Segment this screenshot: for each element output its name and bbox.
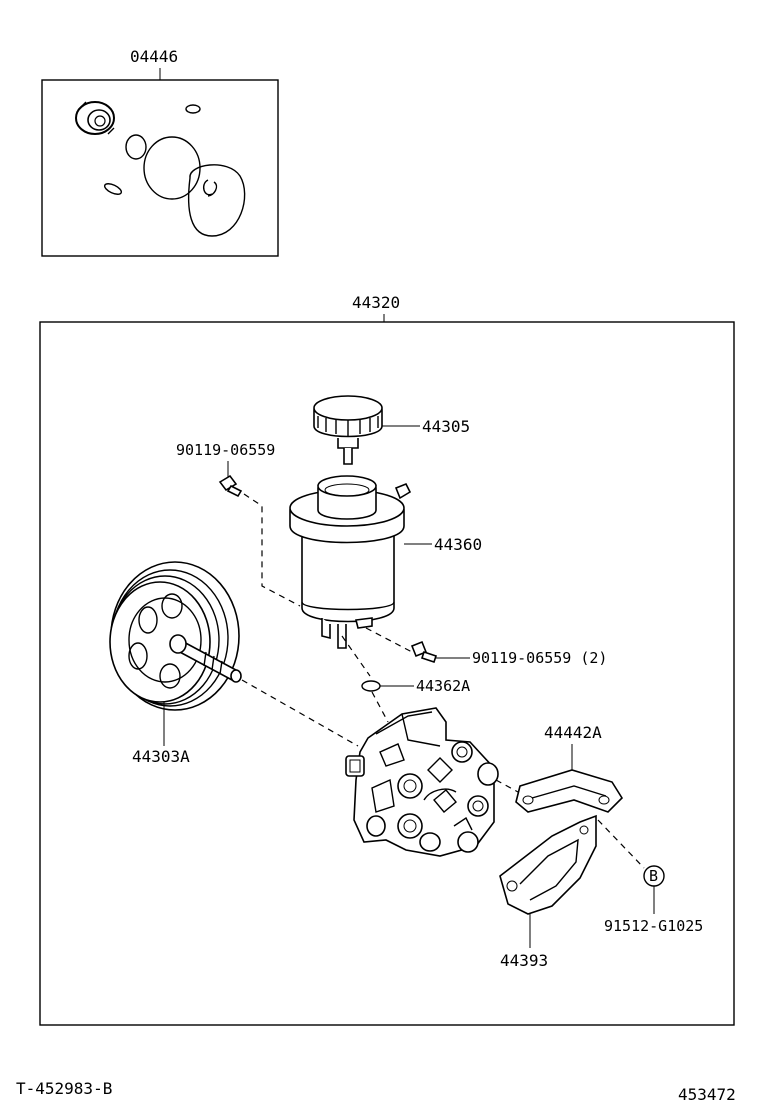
reservoir-part-number[interactable]: 44360 — [434, 535, 482, 554]
stud-part-number[interactable]: 91512-G1025 — [604, 917, 703, 935]
oring-icon — [125, 134, 147, 160]
pump-body — [345, 707, 499, 857]
cap-part-number[interactable]: 44305 — [422, 417, 470, 436]
callout-b-label: B — [649, 867, 658, 885]
reservoir-cap: 44305 — [313, 395, 470, 465]
page-number: 453472 — [678, 1085, 736, 1104]
reservoir-oring: 44362A — [341, 635, 470, 723]
snap-ring-icon — [202, 179, 218, 197]
diagram-code: T-452983-B — [16, 1079, 112, 1098]
seal-kit-box: 04446 — [41, 47, 279, 257]
lower-bracket-part-number[interactable]: 44393 — [500, 951, 548, 970]
pump-pulley: 44303A — [109, 561, 359, 766]
upper-bracket: 44442A — [495, 723, 624, 813]
gasket-icon — [187, 164, 246, 237]
kit-part-number[interactable]: 04446 — [130, 47, 178, 66]
lower-bracket: 44393 — [499, 814, 597, 970]
lower-bolts: 90119-06559 (2) — [365, 627, 607, 667]
upper-bolt-part-number[interactable]: 90119-06559 — [176, 441, 275, 459]
upper-bracket-part-number[interactable]: 44442A — [544, 723, 602, 742]
assembly-part-number[interactable]: 44320 — [352, 293, 400, 312]
stud-callout: B 91512-G1025 — [597, 819, 703, 935]
oring-part-number[interactable]: 44362A — [416, 677, 470, 695]
upper-bolt: 90119-06559 — [176, 441, 301, 607]
reservoir: 44360 — [289, 475, 482, 649]
small-oring-icon — [185, 104, 201, 114]
pump-assembly-box: 44320 — [39, 293, 735, 1026]
lower-bolt-part-number[interactable]: 90119-06559 (2) — [472, 649, 607, 667]
bearing-icon — [75, 101, 115, 135]
small-oring-icon — [103, 183, 123, 195]
seal-ring-icon — [143, 136, 201, 200]
pulley-part-number[interactable]: 44303A — [132, 747, 190, 766]
